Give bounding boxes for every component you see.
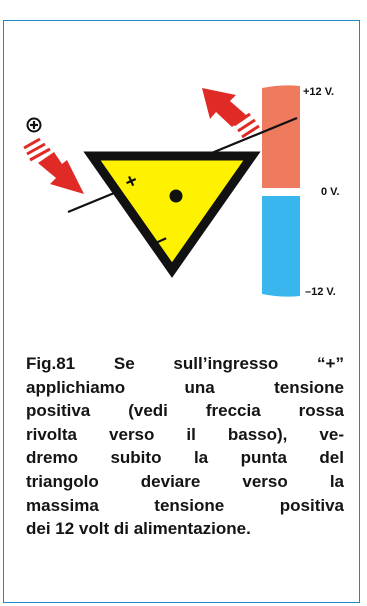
caption-line: dei 12 volt di alimentazione. [26, 519, 251, 539]
caption-line: rivolta verso il basso), ve- [26, 424, 344, 444]
input-arrow [23, 137, 84, 194]
caption-line: dremo subito la punta del [26, 448, 344, 468]
caption-line: applichiamo una tensione [26, 377, 344, 397]
figure-frame [3, 20, 360, 603]
label-0v: 0 V. [321, 186, 340, 198]
label-minus-12v: –12 V. [305, 286, 336, 298]
caption-line: triangolo deviare verso la [26, 471, 344, 491]
negative-voltage-band [262, 196, 300, 297]
figure-caption: Fig.81 Se sull’ingresso “+” applichiamo … [26, 352, 344, 541]
caption-line: positiva (vedi freccia rossa [26, 401, 344, 421]
positive-input-icon [26, 117, 42, 133]
op-amp-triangle [83, 151, 261, 278]
output-arrow [202, 88, 260, 139]
pivot-dot [169, 189, 183, 203]
positive-voltage-band [262, 85, 300, 188]
label-plus-12v: +12 V. [303, 86, 335, 98]
caption-line: Fig.81 Se sull’ingresso “+” [26, 354, 344, 373]
caption-line: massima tensione positiva [26, 495, 344, 515]
